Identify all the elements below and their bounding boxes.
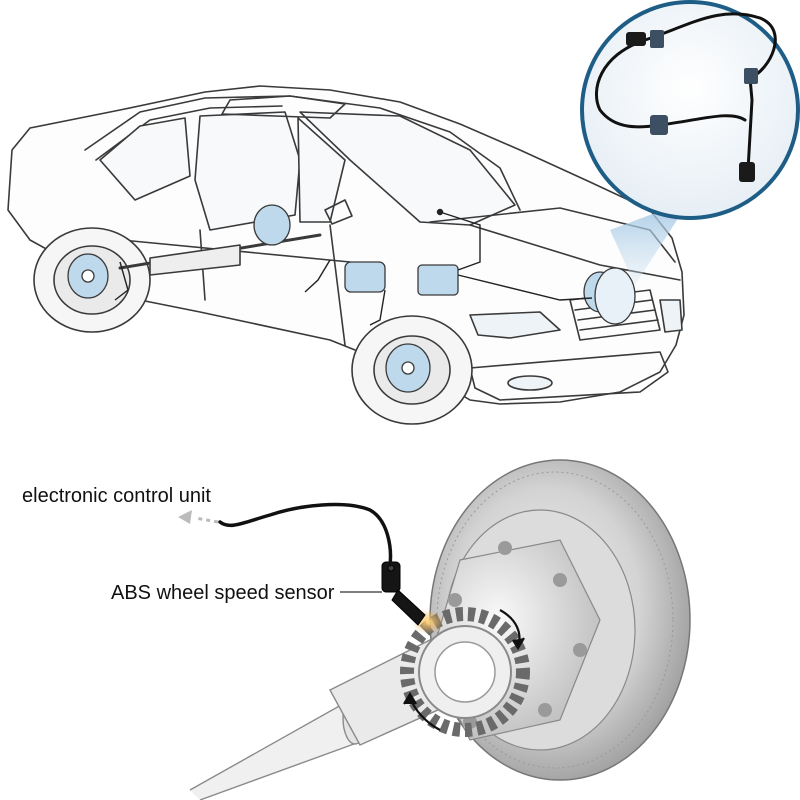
abs-modulator bbox=[344, 261, 386, 293]
abs-sensor-label: ABS wheel speed sensor bbox=[111, 582, 335, 604]
callout-sensor-cable bbox=[595, 12, 777, 172]
ecu-link-dash bbox=[194, 516, 219, 524]
sensor-cable bbox=[218, 502, 393, 567]
callout-beam bbox=[610, 200, 690, 285]
ecu-arrow bbox=[178, 510, 192, 524]
callout-sensor-parts bbox=[626, 30, 758, 182]
tone-ring bbox=[400, 607, 530, 737]
car-illustration bbox=[7, 85, 685, 425]
rotation-arrows bbox=[403, 609, 525, 731]
sensor-callout bbox=[580, 0, 800, 220]
abs-components bbox=[67, 204, 636, 393]
ecu-box bbox=[417, 264, 459, 296]
wiring bbox=[114, 208, 593, 326]
abs-sensor bbox=[381, 561, 426, 626]
brake-booster bbox=[253, 204, 291, 246]
ecu-label: electronic control unit bbox=[22, 485, 211, 507]
